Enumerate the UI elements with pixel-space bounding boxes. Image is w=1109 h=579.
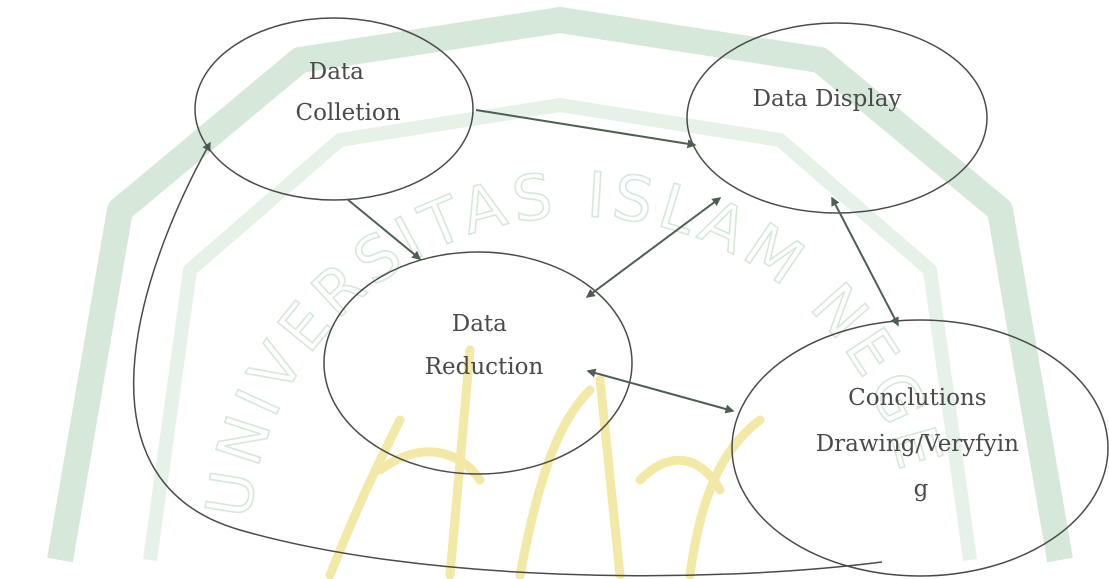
arrow-collection-to-reduction: [346, 198, 422, 260]
data-reduction-node: [323, 251, 633, 475]
data-collection-label-line-2: Colletion: [295, 100, 400, 126]
data-reduction-label-line-1: Data: [452, 311, 507, 337]
data-collection-node: [194, 17, 474, 201]
conclusions-label-line-2: Drawing/Veryfyin: [816, 431, 1019, 457]
data-collection-label: Data Colletion: [295, 59, 400, 126]
data-reduction-label-line-2: Reduction: [425, 354, 544, 380]
watermark-text: UNIVERSITAS ISLAM NEGERI MAULANA MALIK I…: [0, 0, 953, 523]
arrow-display-reduction: [585, 197, 722, 298]
return-curve-arrow: [133, 141, 883, 577]
data-reduction-label: Data Reduction: [425, 311, 544, 380]
data-collection-label-line-1: Data: [309, 59, 364, 85]
arrow-display-conclusions: [831, 196, 899, 327]
conclusions-label: Conclutions Drawing/Veryfyin g: [816, 385, 1027, 502]
svg-text:UNIVERSITAS ISLAM NEGERI MAULA: UNIVERSITAS ISLAM NEGERI MAULANA MALIK I…: [0, 0, 953, 523]
arrow-reduction-conclusions: [586, 368, 735, 414]
conclusions-node: [731, 319, 1109, 577]
data-display-label-line-1: Data Display: [753, 86, 902, 112]
arrow-collection-to-display: [475, 109, 697, 149]
conclusions-label-line-1: Conclutions: [848, 385, 986, 411]
data-display-label: Data Display: [753, 86, 902, 112]
conclusions-label-line-3: g: [914, 476, 929, 502]
